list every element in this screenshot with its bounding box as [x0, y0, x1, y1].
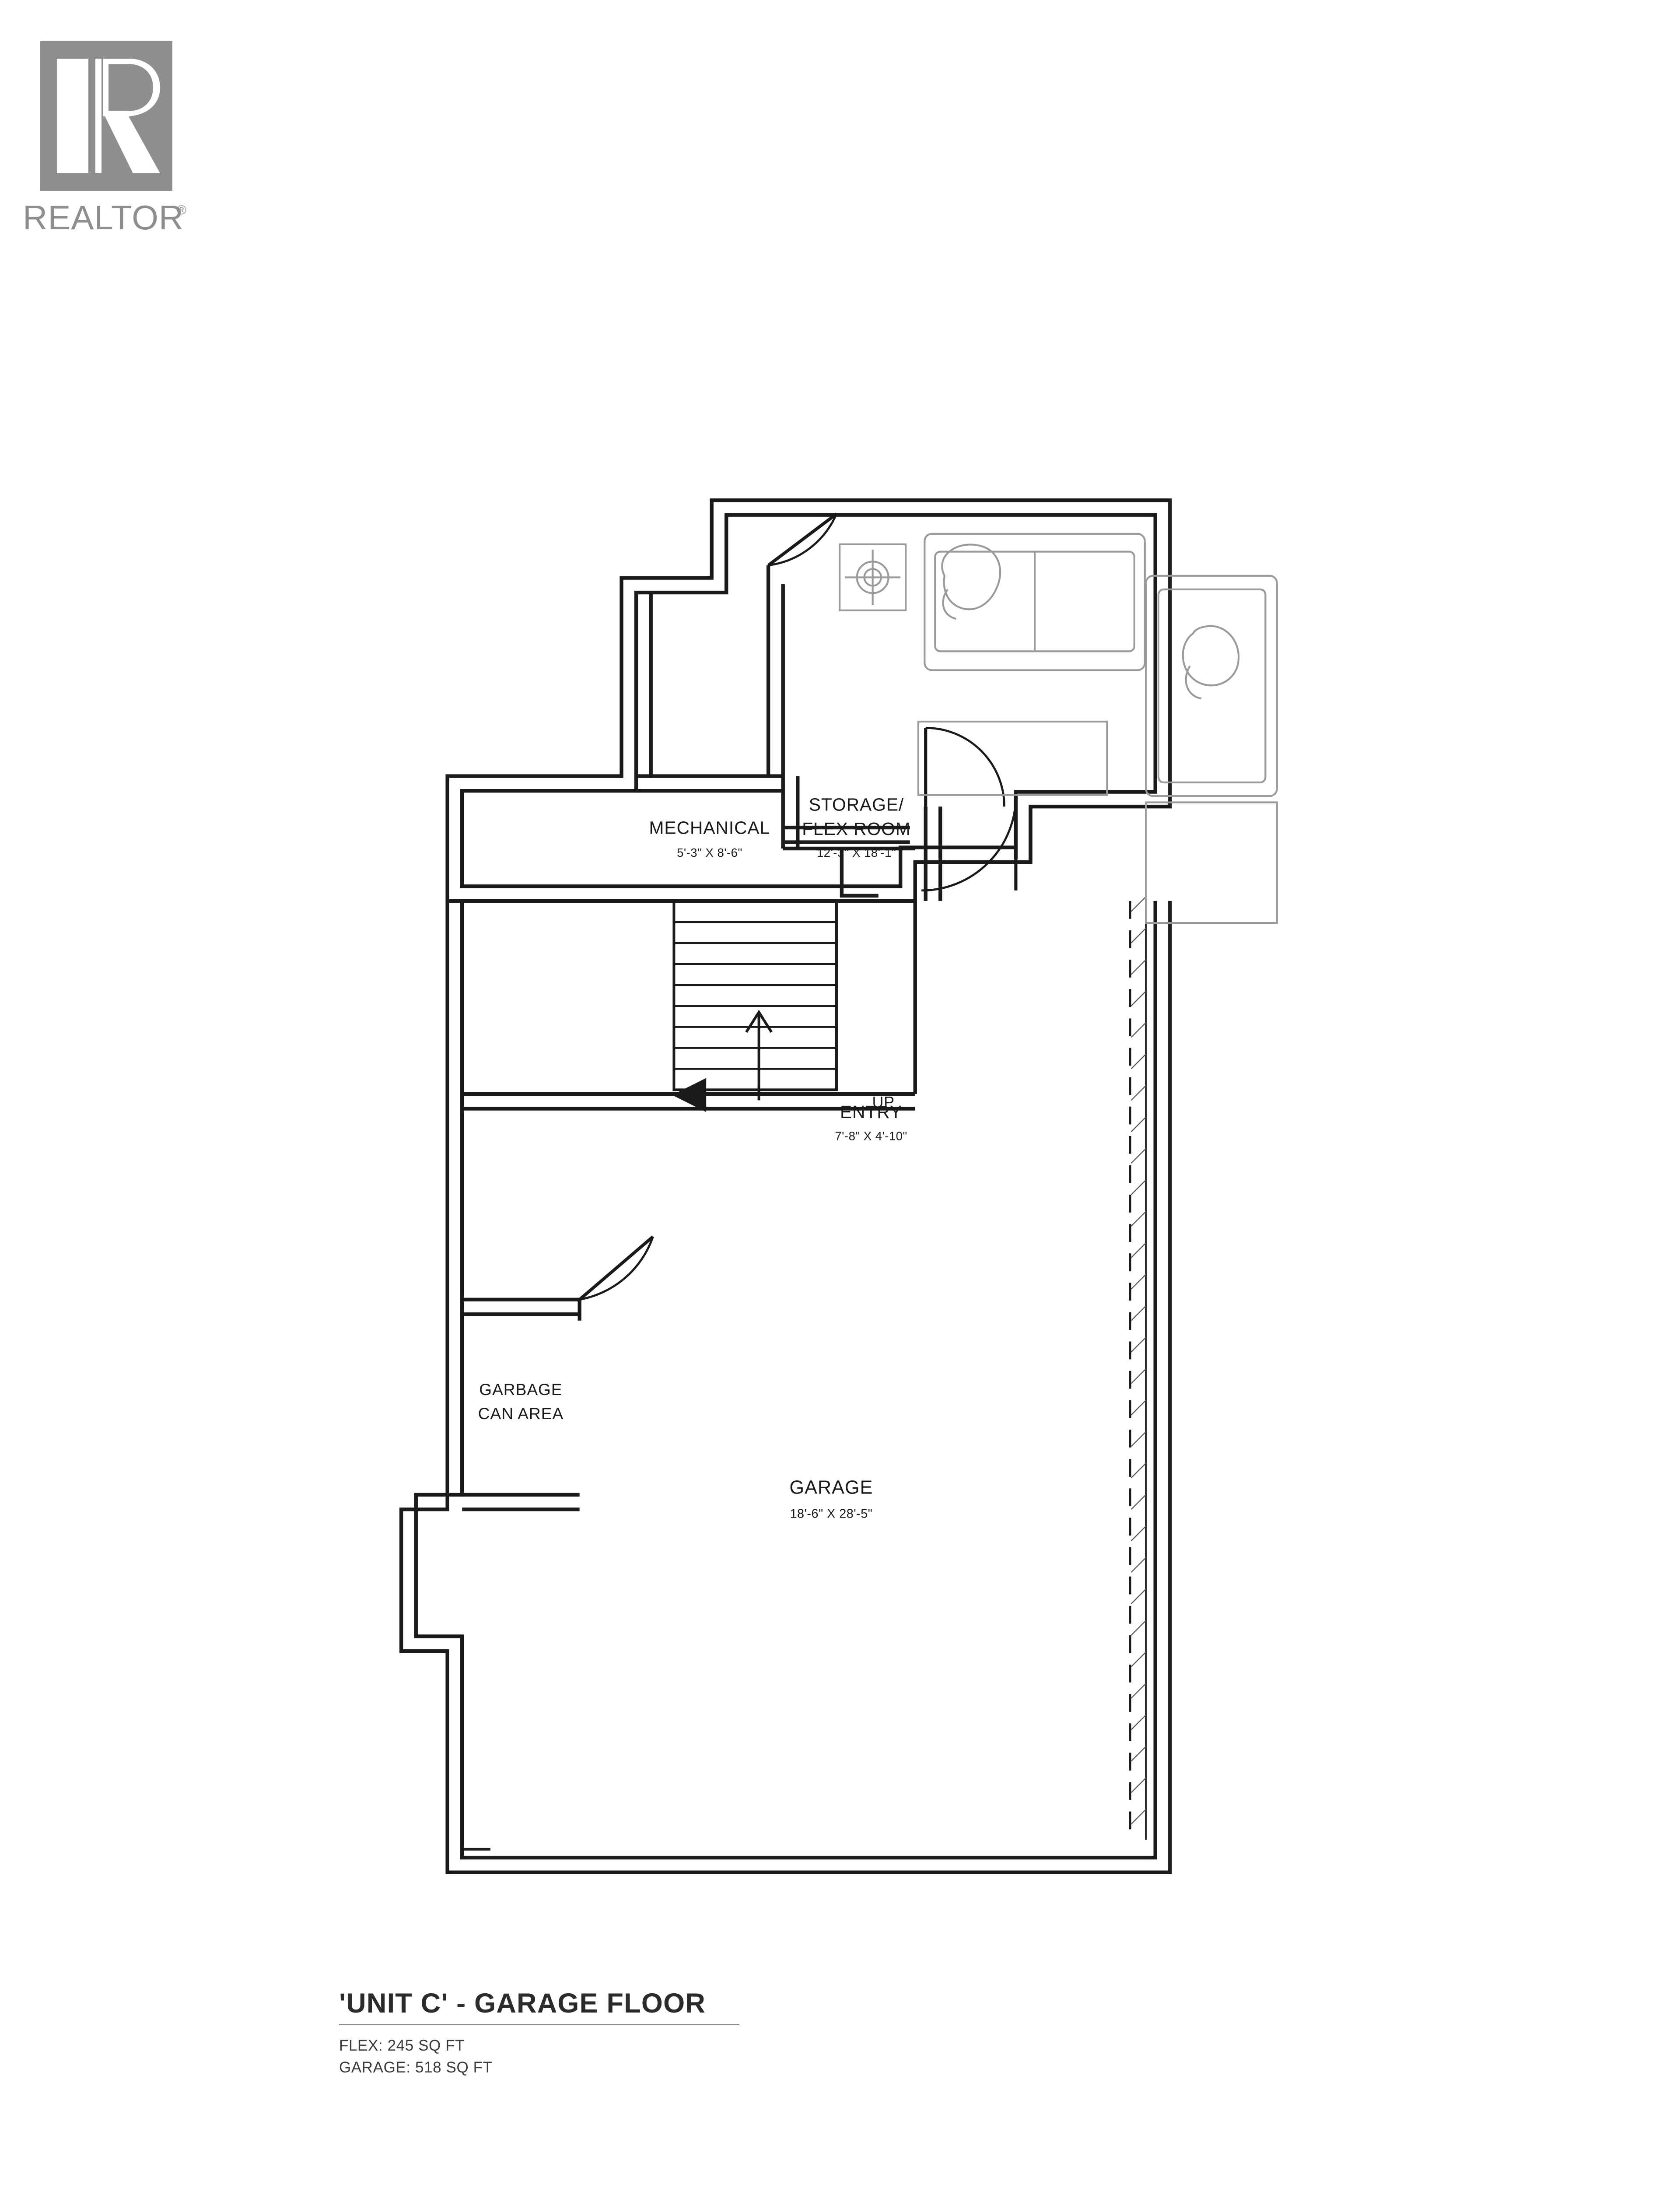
realtor-wordmark-text: REALTOR — [23, 198, 184, 237]
flex-area-line: FLEX: 245 SQ FT — [339, 2037, 465, 2055]
room-label-garbage-line1: GARBAGE — [479, 1380, 562, 1399]
mechanical-door — [767, 512, 838, 567]
garbage-can-door — [578, 1235, 654, 1301]
room-dimensions-entry: 7'-8" X 4'-10" — [835, 1129, 907, 1143]
three-seat-sofa — [924, 533, 1146, 671]
page-title: 'UNIT C' - GARAGE FLOOR — [339, 1988, 706, 2019]
garage-area-line: GARAGE: 518 SQ FT — [339, 2058, 493, 2076]
media-console — [1145, 801, 1278, 924]
stair-landing — [462, 901, 917, 1111]
armchair-bottom — [1145, 575, 1278, 797]
room-label-storage-flex-line1: STORAGE/ — [809, 795, 904, 815]
side-table — [839, 543, 907, 611]
room-label-mechanical: MECHANICAL — [649, 817, 770, 838]
mechanical-room-walls — [634, 515, 785, 793]
stair-direction-label: UP — [872, 1093, 894, 1111]
realtor-logo: REALTOR ® — [23, 39, 206, 245]
floorplan-drawing: MECHANICAL 5'-3" X 8'-6" STORAGE/ FLEX R… — [399, 498, 1278, 1874]
flex-room-furniture — [839, 533, 1278, 924]
garage-walls — [399, 901, 1172, 1874]
room-label-garage: GARAGE — [790, 1477, 873, 1498]
room-label-entry: ENTRY — [840, 1102, 902, 1122]
entry-door — [921, 796, 1018, 892]
stairs-up — [672, 899, 838, 1091]
room-label-garbage-line2: CAN AREA — [478, 1404, 564, 1423]
overhead-garage-door — [1129, 896, 1147, 1840]
armchair-top — [941, 543, 1001, 620]
realtor-wordmark: REALTOR ® — [23, 198, 186, 237]
flex-room-door — [924, 726, 1005, 807]
room-dimensions-mechanical: 5'-3" X 8'-6" — [677, 846, 742, 859]
title-divider — [339, 2024, 739, 2026]
room-dimensions-garage: 18'-6" X 28'-5" — [790, 1507, 873, 1521]
room-label-storage-flex-line2: FLEX ROOM — [802, 819, 911, 839]
room-dimensions-storage-flex: 12'-3" X 18'-1" — [817, 846, 896, 859]
entry-walls — [783, 825, 910, 898]
title-block: 'UNIT C' - GARAGE FLOOR FLEX: 245 SQ FT … — [339, 1989, 1039, 2079]
garbage-can-area-walls — [462, 1297, 581, 1511]
coffee-table — [917, 720, 1108, 796]
realtor-r-mark-icon — [40, 41, 172, 191]
registered-trademark-icon: ® — [177, 203, 186, 217]
